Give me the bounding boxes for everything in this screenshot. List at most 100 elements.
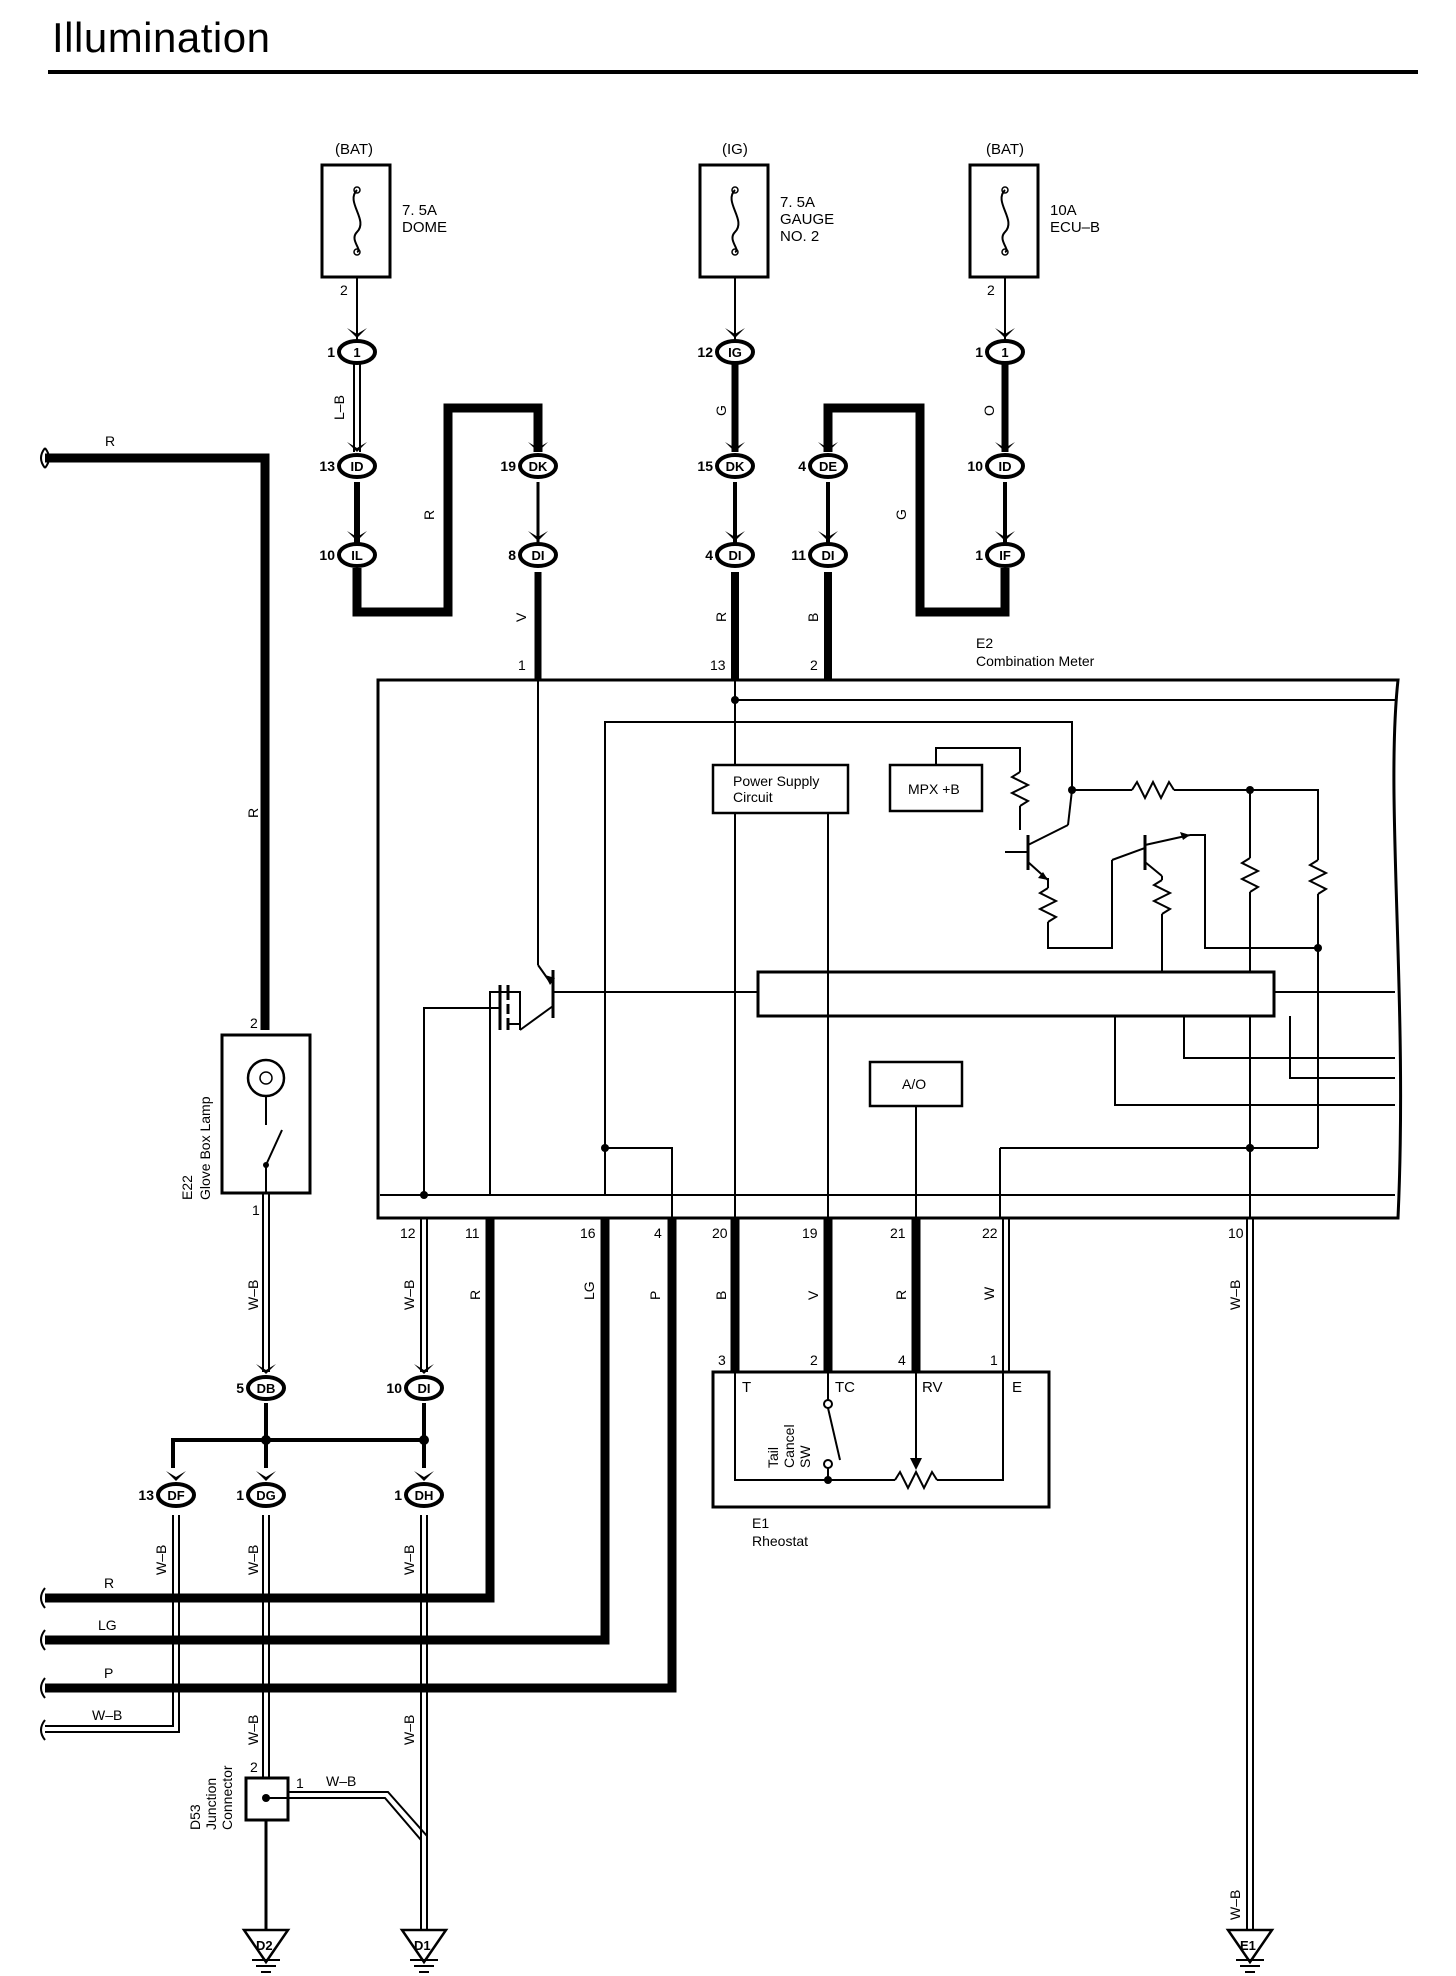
top-connector-tag: DE [819,459,837,474]
wire-color-r-left: R [105,433,115,449]
junction-pin-2: 2 [250,1759,258,1775]
door-switch-icon [265,1129,283,1166]
top-connector-pin: 19 [500,458,516,474]
wire-color-r-vertical: R [245,808,261,818]
top-connector-pin: 4 [798,458,806,474]
resistor-icon [1009,771,1031,807]
bus-label-p: P [104,1665,113,1681]
wire-color-r-11: R [467,1290,483,1300]
connector-arrow-icon [725,531,745,541]
connector-arrow-icon [528,531,548,541]
fuse-dome: (BAT) 7. 5A DOME 2 [320,141,447,298]
tail-cancel-3: SW [797,1445,813,1468]
top-connector-tag: IF [999,548,1011,563]
fuse-ecu-rating: 10A [1050,202,1077,219]
bottom-connector-tag: DF [167,1488,184,1503]
top-connector-pin: 10 [967,458,983,474]
connector-arrow-icon [995,531,1015,541]
connector-arrow-icon [347,442,367,452]
top-connector-2: 11 [975,328,1025,365]
rheostat-code: E1 [752,1515,769,1531]
top-connector-0: 11 [327,328,377,365]
resistor-icon [1037,887,1059,923]
rheo-term-tc: TC [835,1379,855,1396]
connector-arrow-icon [256,1364,276,1374]
connector-arrow-icon [414,1471,434,1481]
top-connector-10: DI4 [705,531,755,568]
top-connector-pin: 1 [327,344,335,360]
ground-e1-label: E1 [1240,1938,1256,1953]
top-connector-tag: IG [728,345,742,360]
rheostat: 3 2 4 1 T TC RV E Tail Cancel SW E1 Rheo… [711,1352,1051,1549]
wire-color-wb-dg: W–B [245,1545,261,1575]
bottom-connector-tag: DH [415,1488,434,1503]
connector-arrow-icon [414,1364,434,1374]
fuse-gauge-rating: 7. 5A [780,194,815,211]
top-connector-tag: ID [351,459,364,474]
connector-arrow-icon [347,328,367,338]
top-connector-tag: DK [529,459,548,474]
fuse-ecu-pin: 2 [987,282,995,298]
ground-icon [1225,1928,1275,1965]
top-connector-8: IL 10 [319,531,377,568]
fuse-dome-pin: 2 [340,282,348,298]
fuse-dome-rating: 7. 5A [402,202,437,219]
junction-code: D53 [187,1804,203,1830]
resistor-icon [1307,859,1329,895]
rheo-pin-4: 4 [898,1352,906,1368]
fuse-dome-icon [352,189,362,253]
fuse-gauge-icon [730,189,740,253]
connector-arrow-icon [818,531,838,541]
meter-pin-10: 10 [1228,1225,1244,1241]
bottom-connector-tag: DB [257,1381,276,1396]
bottom-connector-pin: 1 [236,1487,244,1503]
meter-ic-block [756,970,1276,1018]
meter-pin-12: 12 [400,1225,416,1241]
ground-e1: E1 [1225,1928,1275,1973]
connector-arrow-icon [528,442,548,452]
glove-box-lamp: 2 1 E22 Glove Box Lamp [179,1015,312,1218]
bus-label-lg: LG [98,1617,117,1633]
potentiometer-icon [894,1469,938,1491]
bottom-connector-pin: 5 [236,1380,244,1396]
junction-name-1: Junction [203,1778,219,1830]
fuse-gauge-source: (IG) [722,141,748,158]
wire-color-g2: G [893,509,909,520]
ground-icon [241,1928,291,1965]
meter-name: Combination Meter [976,653,1095,669]
top-connector-4: DK 19 [500,442,558,479]
glove-pin-bottom: 1 [252,1202,260,1218]
wire-color-g1: G [713,405,729,416]
wire-color-wb-e1: W–B [1227,1890,1243,1920]
meter-pin-20: 20 [712,1225,728,1241]
meter-pin-21: 21 [890,1225,906,1241]
bottom-connector-pin: 1 [394,1487,402,1503]
ground-icon [399,1928,449,1965]
glove-name: Glove Box Lamp [197,1096,213,1200]
connector-arrow-icon [725,328,745,338]
top-connector-tag: DI [729,548,742,563]
top-connector-tag: IL [351,548,363,563]
bottom-connector-tag: DI [418,1381,431,1396]
top-connector-tag: DI [822,548,835,563]
wire-color-o: O [981,405,997,416]
top-connector-11: DI 11 [791,531,848,568]
power-supply-line2: Circuit [733,789,773,805]
wire-color-w: W [981,1286,997,1300]
fuse-ecu-icon [1000,189,1010,253]
rheo-pin-3: 3 [718,1352,726,1368]
resistor-icon [1131,779,1175,801]
ground-d2: D2 [241,1928,291,1973]
junction-name-2: Connector [219,1765,235,1830]
bus-label-r: R [104,1575,114,1591]
connector-arrow-icon [166,1471,186,1481]
top-connector-pin: 10 [319,547,335,563]
fuse-gauge-name-1: GAUGE [780,211,834,228]
meter-code: E2 [976,635,993,651]
top-connector-pin: 11 [791,547,806,563]
connector-arrow-icon [818,442,838,452]
